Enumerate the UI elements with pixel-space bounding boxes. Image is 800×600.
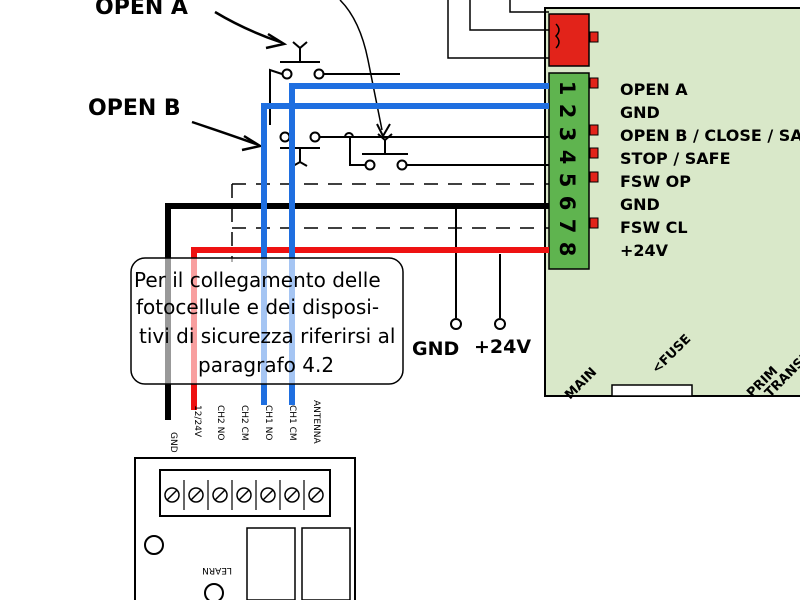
push-button-stop xyxy=(349,133,549,171)
terminal-number: 1 xyxy=(555,81,579,96)
relay-1 xyxy=(246,527,296,600)
terminal-strip xyxy=(548,72,590,270)
push-button-b xyxy=(279,131,549,167)
red-connector xyxy=(548,13,599,67)
stop-arrow xyxy=(376,123,391,139)
open-a-arrow xyxy=(214,10,288,50)
relay-2 xyxy=(301,527,351,600)
terminal-function: GND xyxy=(620,195,660,214)
open-b-label: OPEN B xyxy=(88,96,181,121)
terminal-number: 4 xyxy=(555,150,579,165)
open-b-arrow xyxy=(191,120,264,152)
mounting-hole xyxy=(144,535,164,555)
terminal-leds xyxy=(589,77,599,229)
terminal-function: FSW CL xyxy=(620,218,688,237)
open-a-label: OPEN A xyxy=(95,0,188,20)
note-box: Per il collegamento delle fotocellule e … xyxy=(130,257,404,385)
receiver-terminal-label: CH2 NO xyxy=(215,405,225,440)
terminal-function: STOP / SAFE xyxy=(620,149,731,168)
terminal-function: FSW OP xyxy=(620,172,691,191)
terminal-function: +24V xyxy=(620,241,669,260)
top-wires xyxy=(339,0,549,131)
receiver-terminal-block xyxy=(159,469,331,517)
receiver-terminal-labels: GND 12/24V CH2 NO CH2 CM CH1 NO CH1 CM A… xyxy=(168,400,321,453)
receiver-terminal-label: ANTENNA xyxy=(311,400,321,445)
terminal-number: 5 xyxy=(555,173,579,188)
terminal-number: 3 xyxy=(555,127,579,142)
terminal-number: 8 xyxy=(555,242,579,257)
receiver-terminal-label: CH2 CM xyxy=(239,405,249,441)
terminal-function: GND xyxy=(620,103,660,122)
terminal-number: 6 xyxy=(555,196,579,211)
receiver-board: LEARN xyxy=(134,457,356,600)
learn-label: LEARN xyxy=(202,565,232,575)
gnd-supply-label: GND xyxy=(412,338,459,360)
receiver-terminal-label: CH1 CM xyxy=(287,405,297,441)
plus24v-supply-label: +24V xyxy=(474,336,531,358)
note-line: tivi di sicurezza riferirsi al xyxy=(139,324,395,348)
terminal-function: OPEN B / CLOSE / SA xyxy=(620,126,800,145)
terminal-function: OPEN A xyxy=(620,80,688,99)
push-button-a xyxy=(269,41,400,125)
receiver-terminal-label: 12/24V xyxy=(192,405,202,438)
receiver-terminal-label: GND xyxy=(168,432,178,453)
supply-taps xyxy=(450,206,506,330)
note-line: fotocellule e dei disposi- xyxy=(136,295,379,319)
note-line: Per il collegamento delle xyxy=(134,268,381,292)
learn-button xyxy=(204,583,224,600)
terminal-number: 7 xyxy=(555,219,579,234)
note-line: paragrafo 4.2 xyxy=(198,353,334,377)
dashed-lines xyxy=(231,183,549,262)
terminal-number: 2 xyxy=(555,104,579,119)
control-board: 1 2 3 4 5 6 7 8 OPEN A GND OPEN B / CLOS… xyxy=(544,7,800,403)
receiver-terminal-label: CH1 NO xyxy=(263,405,273,440)
fuse-holder xyxy=(611,384,693,397)
